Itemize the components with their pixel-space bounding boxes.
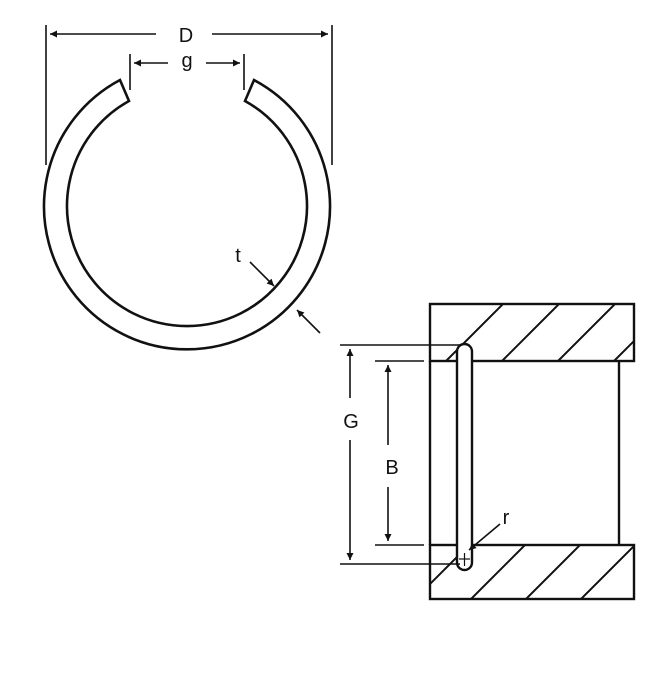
label-g: g [181,50,192,72]
label-t: t [235,245,241,267]
dimension-r: r [468,507,510,551]
ring-in-groove [455,342,474,572]
dimension-G: G [340,344,462,565]
label-d: D [179,25,193,47]
dimension-t: t [235,245,321,334]
dimension-g: g [129,50,245,90]
label-r: r [503,507,510,529]
label-B: B [385,457,398,479]
dimension-B: B [375,360,424,546]
ring-front-view [42,78,332,351]
dimension-d: D [45,25,333,165]
housing-section-view [428,302,636,601]
label-G: G [343,411,359,433]
